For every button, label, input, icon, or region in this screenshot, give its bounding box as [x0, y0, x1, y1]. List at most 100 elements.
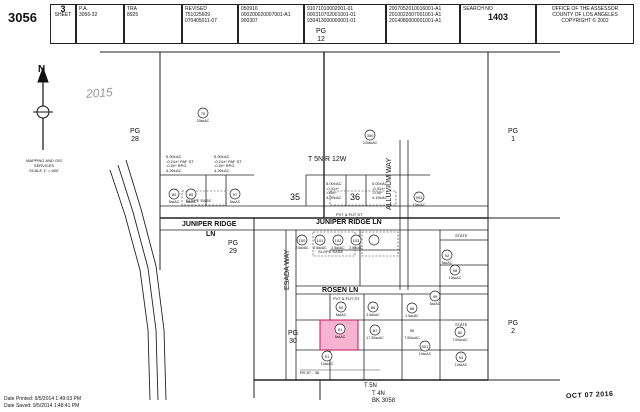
township-label-5n: T 5N — [364, 383, 377, 389]
slope-easement-label: SLOPE EASE — [318, 249, 344, 254]
parcel-area: 5acAC — [168, 200, 180, 204]
parcel-area: 5acAC — [334, 335, 346, 339]
parcel-area: 2.5acAC — [405, 314, 419, 318]
parcel-circle — [419, 340, 431, 352]
area-note-line: 5.00±AC — [326, 181, 342, 186]
parcel-area: 2.5acAC — [331, 246, 345, 250]
sheet-label: SHEET — [54, 12, 72, 18]
office-line: COUNTY OF LOS ANGELES — [552, 12, 618, 18]
parcel-circle — [350, 234, 362, 246]
page-ref-number: 2 — [511, 328, 516, 335]
parcel-area: 17.30acAC — [366, 336, 384, 340]
book-ref: BK 3058 — [372, 398, 395, 404]
page-ref-label: PG — [508, 128, 519, 135]
office-line: OFFICE OF THE ASSESSOR — [551, 6, 619, 12]
revised-cell: REVISED 751025609 070405011-07 — [182, 4, 238, 44]
revision-line: 930413000000001-01 — [307, 18, 356, 24]
tra-label: TRA — [127, 6, 137, 12]
area-note-line: -0.5±* RPG — [214, 163, 235, 168]
section-number: 36 — [350, 192, 361, 202]
parcel-number[interactable]: 81 — [337, 326, 343, 332]
parcel-number[interactable]: 92 — [444, 252, 450, 258]
street-label-juniper-right: JUNIPER RIDGE LN — [316, 219, 382, 226]
parcel-number[interactable]: 82 — [457, 329, 463, 335]
parcel-number[interactable]: 101 — [316, 237, 324, 243]
sheet-cell: 3 SHEET — [50, 4, 76, 44]
parcel-number[interactable]: 87 — [372, 327, 378, 333]
area-note-line: -0.24±* PAF ST — [214, 158, 242, 164]
parcel-number[interactable]: 102 — [334, 237, 342, 243]
parcel-number[interactable]: 100 — [298, 237, 306, 243]
parcel-number[interactable]: 300 — [366, 132, 374, 138]
parcel-number[interactable]: 94 — [458, 354, 464, 360]
parcel-number[interactable]: 88 — [409, 305, 415, 311]
search-value: 1403 — [487, 12, 509, 22]
parcel-circle — [441, 249, 453, 261]
page-ref-29: PG 29 — [228, 240, 238, 256]
parcel-number[interactable]: 99 — [432, 293, 438, 299]
parcel-circle — [406, 302, 418, 314]
parcel-number[interactable]: 80 — [171, 191, 177, 197]
street-label-rosen: ROSEN LN — [322, 287, 359, 294]
parcel-circle — [168, 188, 180, 200]
state-label: STATE — [455, 233, 468, 238]
pvt-fut-st-label: PVT & FUT ST — [336, 212, 363, 217]
area-note: 5.00±AC -0.31±* -0.5±* 4.19±AC — [372, 181, 388, 200]
revision-line: 2010022007001001-A1 — [389, 12, 442, 18]
book-ref-number: 3058 — [381, 398, 396, 404]
arrow-head — [37, 66, 49, 83]
tra-value: 8925 — [127, 12, 139, 18]
parcel-number[interactable]: 91 — [324, 353, 330, 359]
parcel-number[interactable]: 95 — [409, 327, 415, 333]
page-ref-30: PG 30 — [288, 330, 298, 346]
record-survey-label: RS 87 - 38 — [300, 370, 320, 375]
parcel-area: 10acAC — [418, 352, 432, 356]
parcel-number[interactable]: 90 — [338, 304, 344, 310]
parcel-circle — [367, 301, 379, 313]
area-note: 5.00±AC -0.24±* PAF ST -0.5±* RPG 4.26±A… — [166, 154, 194, 173]
parcel-area: 2.5acAC — [349, 246, 363, 250]
parcel-circle — [429, 290, 441, 302]
revision-line: 050916 — [241, 6, 258, 12]
highway-edge — [109, 169, 151, 401]
page-ref-label: PG — [130, 128, 141, 135]
parcel-circle — [229, 188, 241, 200]
scale-block: MAPPING AND GIS SERVICES SCALE 1" = 600' — [26, 158, 62, 173]
search-cell: SEARCH NO 1403 — [460, 4, 536, 44]
revision-line: 900307 — [241, 18, 258, 24]
area-note: 5.00±AC -0.41±* -0.5±* 4.09±AC — [326, 181, 342, 200]
parcel-circle — [321, 350, 333, 362]
area-note-line: -0.5±* RPG — [166, 163, 187, 168]
township-label-top: T 5N R 12W — [308, 156, 347, 163]
parcel-number[interactable]: 86 — [370, 304, 376, 310]
street-label-juniper-left-2: LN — [206, 231, 216, 238]
parcel-number[interactable]: 70 — [200, 110, 206, 116]
highway-edge — [125, 159, 167, 401]
area-note: 5.00±AC -0.24±* PAF ST -0.5±* RPG 4.26±A… — [214, 154, 242, 173]
parcel-circle — [449, 264, 461, 276]
parcel-area: 5acAC — [185, 200, 197, 204]
parcel-number[interactable]: 98 — [452, 267, 458, 273]
parcel-number[interactable]: 903 — [415, 194, 423, 200]
parcel-circle — [314, 234, 326, 246]
parcel-number[interactable]: 103 — [352, 237, 360, 243]
page-ref-number: 29 — [229, 248, 237, 255]
revision-line: 2007052010016001-A1 — [389, 6, 442, 12]
area-note-line: 5.00±AC — [372, 181, 388, 186]
section-number: 35 — [290, 192, 301, 202]
page-ref-label: PG — [228, 240, 239, 247]
parcel-number[interactable]: 97 — [232, 191, 238, 197]
parcel-number[interactable]: 901 — [421, 343, 429, 349]
page-ref-number: 12 — [317, 36, 325, 43]
service-line: SERVICES — [33, 163, 55, 168]
parcel-circle — [454, 326, 466, 338]
parcel-area: 5acAC — [441, 261, 453, 265]
parcel-circle — [368, 234, 380, 246]
office-cell: OFFICE OF THE ASSESSOR COUNTY OF LOS ANG… — [536, 4, 634, 44]
area-note-line: -0.5±* — [326, 190, 337, 195]
parcel-area: 5acAC — [335, 313, 347, 317]
parcel-number[interactable]: 85 — [188, 191, 194, 197]
area-note-line: -0.5±* — [372, 190, 383, 195]
street-label-juniper-left: JUNIPER RIDGE — [182, 221, 237, 228]
